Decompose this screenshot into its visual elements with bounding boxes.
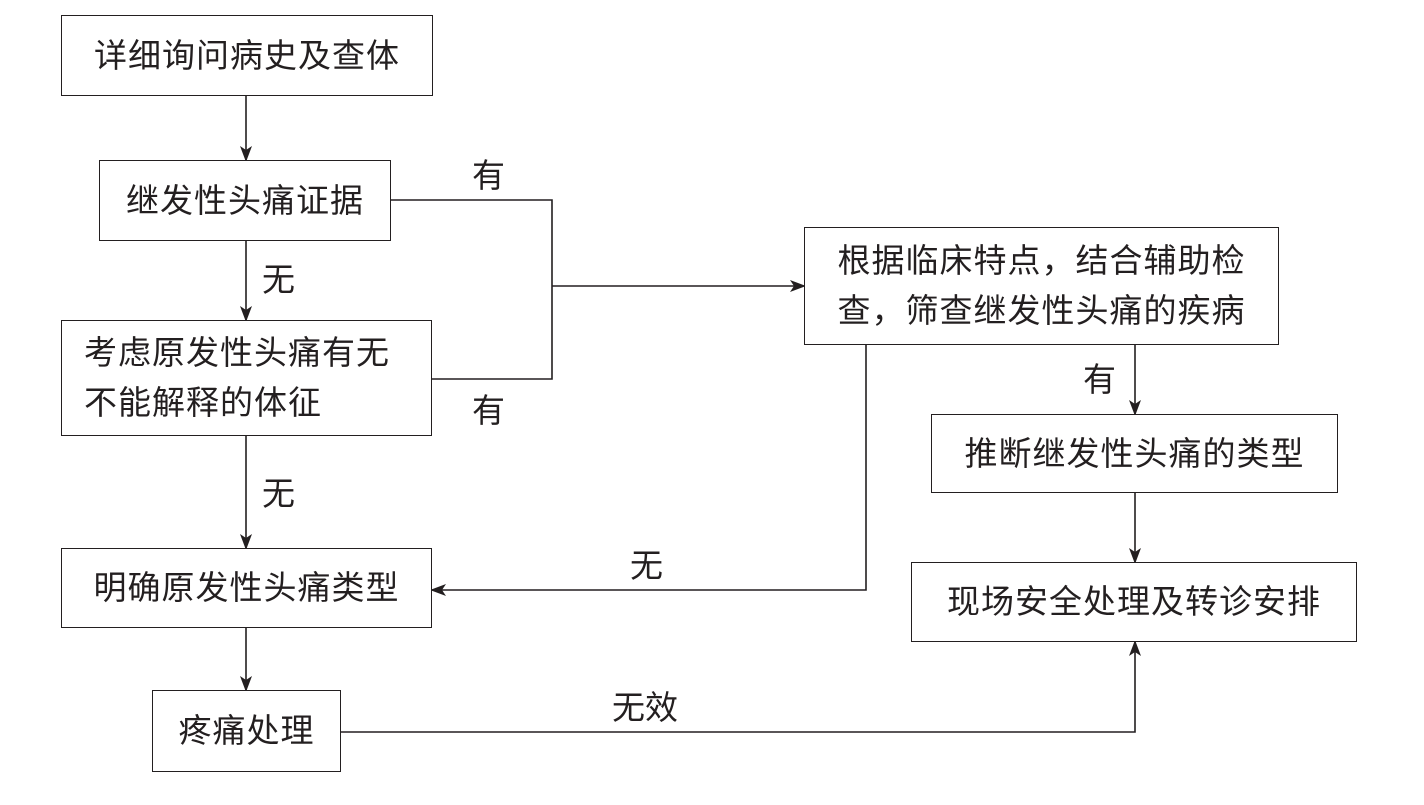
node-confirm-primary-type: 明确原发性头痛类型 xyxy=(61,548,432,628)
node-screen-line-2: 查，筛查继发性头痛的疾病 xyxy=(837,291,1246,330)
node-infer-label: 推断继发性头痛的类型 xyxy=(964,433,1305,473)
node-onsite-safety-referral: 现场安全处理及转诊安排 xyxy=(911,562,1357,642)
edge-label-evidence-yes: 有 xyxy=(472,156,505,195)
edge-label-signs-no: 无 xyxy=(262,474,295,513)
node-history-and-exam: 详细询问病史及查体 xyxy=(61,15,433,96)
node-evidence-label: 继发性头痛证据 xyxy=(126,180,364,220)
node-consider-line-2: 不能解释的体征 xyxy=(84,383,322,422)
node-consider-primary-headache: 考虑原发性头痛有无 不能解释的体征 xyxy=(61,320,432,436)
node-pain-label: 疼痛处理 xyxy=(178,711,315,750)
arrow-pain-ineffective-to-onsite xyxy=(341,640,1141,733)
arrow-screen-no-to-confirm xyxy=(430,345,867,596)
edge-label-signs-yes: 有 xyxy=(472,391,505,430)
node-history-label: 详细询问病史及查体 xyxy=(94,35,400,75)
edge-label-screen-no: 无 xyxy=(630,546,663,585)
node-screen-secondary-diseases: 根据临床特点，结合辅助检 查，筛查继发性头痛的疾病 xyxy=(804,227,1279,345)
edge-label-screen-yes: 有 xyxy=(1083,360,1116,399)
node-consider-line-1: 考虑原发性头痛有无 xyxy=(84,333,390,372)
node-onsite-label: 现场安全处理及转诊安排 xyxy=(947,582,1321,621)
node-secondary-headache-evidence: 继发性头痛证据 xyxy=(99,160,391,241)
connector-evidence-yes xyxy=(391,199,553,380)
node-screen-line-1: 根据临床特点，结合辅助检 xyxy=(837,241,1246,280)
node-pain-management: 疼痛处理 xyxy=(152,690,341,772)
edge-label-treatment-ineffective: 无效 xyxy=(612,688,678,727)
node-confirm-label: 明确原发性头痛类型 xyxy=(93,568,400,607)
edge-label-evidence-no: 无 xyxy=(262,260,295,299)
node-infer-secondary-type: 推断继发性头痛的类型 xyxy=(931,414,1338,493)
